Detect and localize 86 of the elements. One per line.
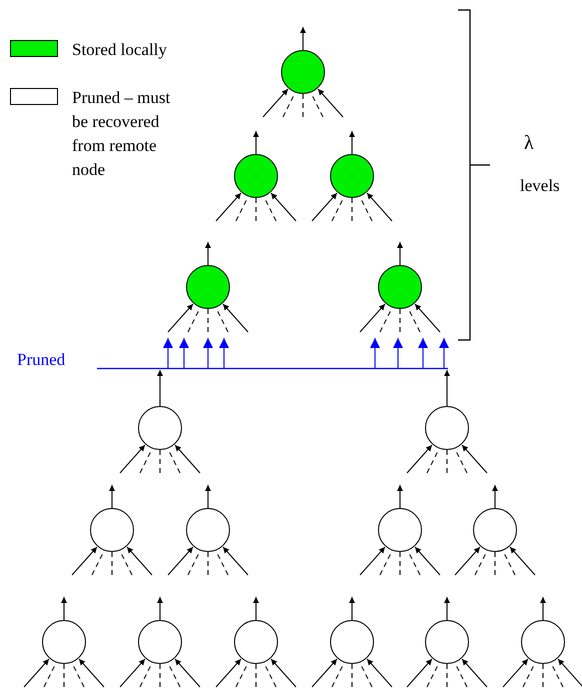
arrow bbox=[370, 338, 380, 368]
arrow bbox=[120, 444, 146, 474]
arrow bbox=[510, 546, 536, 576]
arrow bbox=[318, 88, 344, 118]
node-circle bbox=[473, 508, 517, 552]
arrow bbox=[393, 338, 403, 368]
arrow bbox=[492, 484, 498, 508]
arrow bbox=[439, 338, 449, 368]
arrow bbox=[360, 304, 386, 332]
arrow bbox=[406, 444, 432, 474]
arrow bbox=[174, 444, 200, 474]
node-circle bbox=[186, 265, 230, 309]
arrow bbox=[205, 484, 211, 508]
arrow bbox=[61, 596, 67, 620]
arrow bbox=[168, 546, 194, 576]
text-label: levels bbox=[520, 176, 560, 196]
node-circle bbox=[138, 620, 182, 664]
node-circle bbox=[186, 508, 230, 552]
arrow bbox=[72, 546, 98, 576]
arrow bbox=[414, 304, 440, 332]
arrow bbox=[444, 370, 450, 406]
arrow bbox=[78, 658, 104, 688]
arrow bbox=[397, 242, 403, 266]
node-circle bbox=[330, 154, 374, 198]
arrow bbox=[502, 658, 528, 688]
arrow bbox=[540, 596, 546, 620]
node-circle bbox=[425, 406, 469, 450]
arrow bbox=[179, 338, 189, 368]
node-circle bbox=[90, 508, 134, 552]
node-circle bbox=[378, 265, 422, 309]
arrow bbox=[157, 596, 163, 620]
node-circle bbox=[378, 508, 422, 552]
arrow bbox=[157, 370, 163, 406]
node-circle bbox=[281, 50, 325, 94]
arrow bbox=[349, 130, 355, 154]
arrow bbox=[462, 444, 488, 474]
arrow bbox=[406, 658, 432, 688]
arrow bbox=[397, 484, 403, 508]
arrow bbox=[253, 596, 259, 620]
arrow bbox=[120, 658, 146, 688]
arrow bbox=[312, 658, 338, 688]
dashed-line bbox=[494, 552, 496, 576]
node-circle bbox=[521, 620, 565, 664]
arrow bbox=[454, 546, 480, 576]
arrow bbox=[222, 546, 248, 576]
node-circle bbox=[425, 620, 469, 664]
node-circle bbox=[330, 620, 374, 664]
arrow bbox=[360, 546, 386, 576]
arrow bbox=[270, 192, 296, 222]
arrow bbox=[222, 304, 248, 332]
node-circle bbox=[138, 406, 182, 450]
arrow bbox=[444, 596, 450, 620]
arrow bbox=[219, 338, 229, 368]
arrow bbox=[418, 338, 428, 368]
dashed-line bbox=[446, 664, 448, 688]
arrow bbox=[366, 192, 392, 222]
arrow bbox=[558, 658, 582, 688]
node-circle bbox=[42, 620, 86, 664]
arrow bbox=[414, 546, 440, 576]
legend-text: Pruned – must be recovered from remote node bbox=[72, 87, 172, 181]
arrow bbox=[126, 546, 152, 576]
arrow bbox=[262, 88, 288, 118]
node-circle bbox=[234, 620, 278, 664]
pruned-label: Pruned bbox=[17, 351, 66, 368]
symbol-label: λ bbox=[524, 132, 534, 155]
arrow bbox=[216, 658, 242, 688]
arrow bbox=[366, 658, 392, 688]
legend-text: Stored locally bbox=[72, 39, 168, 61]
dashed-line bbox=[542, 664, 544, 688]
arrow bbox=[312, 192, 338, 222]
arrow bbox=[349, 596, 355, 620]
arrow bbox=[109, 484, 115, 508]
arrow bbox=[168, 304, 194, 332]
arrow bbox=[270, 658, 296, 688]
arrow bbox=[24, 658, 50, 688]
dashed-line bbox=[302, 94, 304, 118]
arrow bbox=[205, 242, 211, 266]
node-circle bbox=[234, 154, 278, 198]
arrow bbox=[253, 130, 259, 154]
arrow bbox=[163, 338, 173, 368]
dashed-line bbox=[446, 450, 448, 474]
arrow bbox=[462, 658, 488, 688]
arrow bbox=[203, 338, 213, 368]
arrow bbox=[216, 192, 242, 222]
arrow bbox=[174, 658, 200, 688]
arrow bbox=[300, 26, 306, 50]
